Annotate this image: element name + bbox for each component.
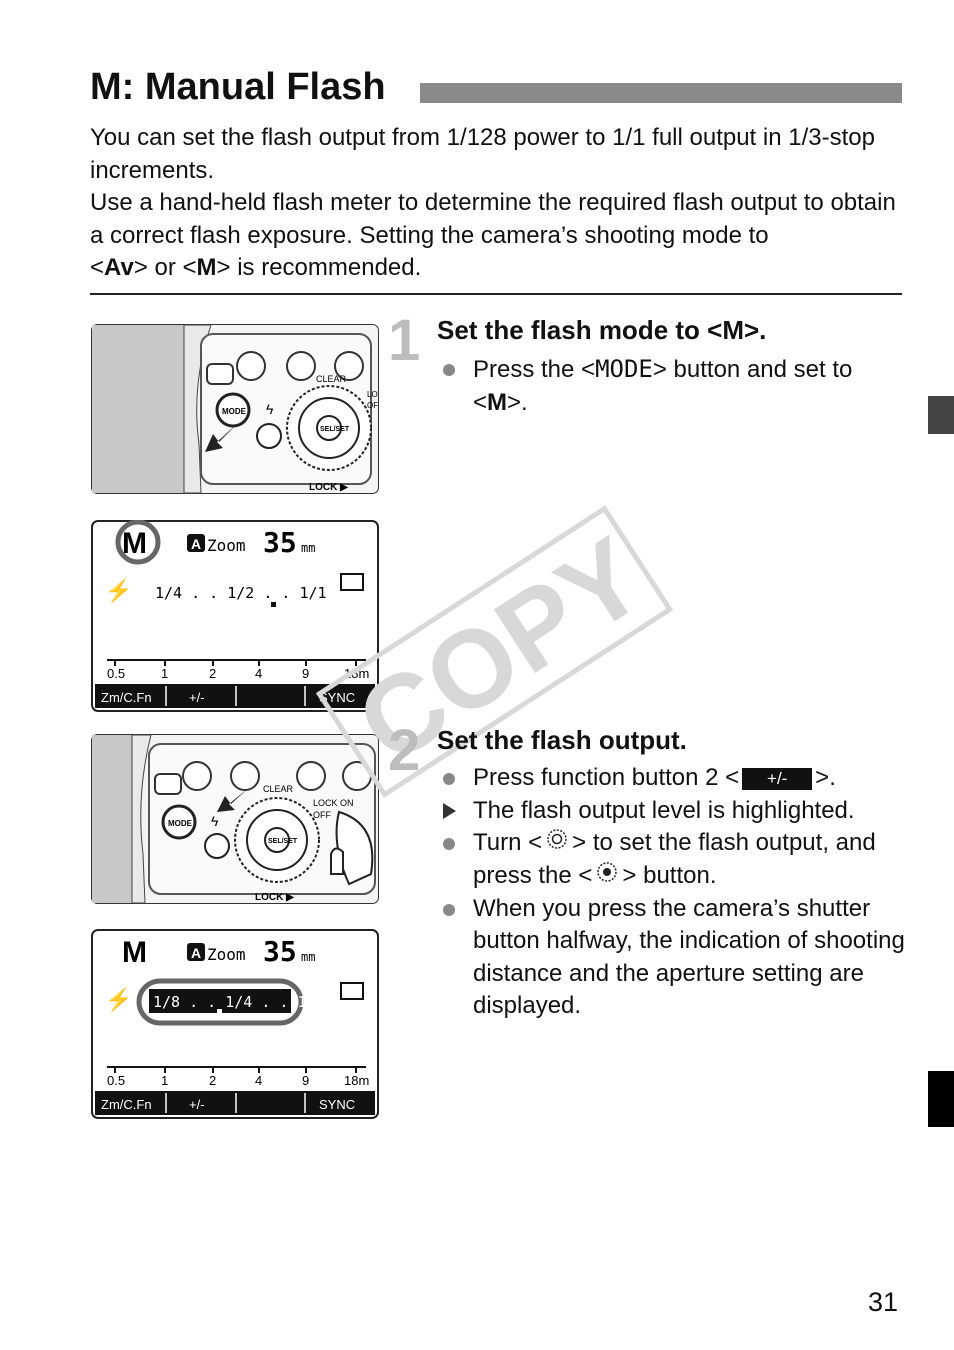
page-title: M: Manual Flash	[90, 66, 386, 109]
chapter-tab-lower	[928, 1071, 954, 1127]
step-2-bullet-4: When you press the camera’s shutter butt…	[437, 893, 907, 1023]
step2-b2: The flash output level is highlighted.	[473, 796, 855, 824]
step1-b1-pre: Press the <	[473, 356, 596, 383]
step-2-bullets: Press function button 2 <+/->. The flash…	[437, 762, 907, 1023]
clear-label: CLEAR	[316, 374, 347, 384]
chapter-tab	[928, 396, 954, 434]
mode-symbol: MODE	[595, 355, 653, 383]
of-label: OF	[367, 401, 378, 410]
lcd2-zoom: Zoom	[207, 945, 246, 964]
lcd2-mode: M	[122, 936, 147, 969]
title-mode: M	[90, 66, 122, 108]
step2-b3-post: > button.	[622, 861, 717, 889]
flash-back-photo-2: CLEAR LOCK ON OFF MODE ϟ SEL/SET LOCK ▶	[91, 734, 379, 904]
end-text: > is recommended.	[216, 254, 422, 281]
lcd1-dist-0: 0.5	[107, 666, 125, 681]
mode-button-label: MODE	[222, 407, 247, 416]
step2-b1-post: >.	[815, 764, 836, 791]
lcd1-fn-1: Zm/C.Fn	[101, 690, 152, 705]
step-2-title: Set the flash output.	[437, 725, 687, 755]
lcd2-focal-unit: mm	[301, 950, 315, 964]
bullet-dot-icon	[443, 762, 455, 795]
lcd2-focal: 35	[263, 935, 297, 968]
bullet-dot-icon	[443, 827, 455, 860]
lcd1-focal: 35	[263, 526, 297, 559]
lcd1-dist-1: 1	[161, 666, 168, 681]
sel-set-label-2: SEL/SET	[268, 838, 298, 845]
step1-b1-end: >.	[507, 388, 528, 416]
m-symbol: M	[196, 254, 217, 281]
page-number: 31	[868, 1287, 899, 1317]
step-2-number: 2	[388, 718, 421, 783]
step-1-bullet-1: Press the <MODE> button and set to <M>.	[437, 353, 877, 419]
lcd2-dist-5: 18m	[344, 1073, 369, 1088]
bullet-dot-icon	[443, 353, 455, 386]
title-bar	[420, 83, 902, 103]
divider	[90, 293, 902, 295]
lcd1-dist-5: 18m	[344, 666, 369, 681]
or-text: > or <	[133, 254, 197, 281]
step1-b1-post: > button and set to <	[473, 356, 853, 416]
flash-back-photo-1: CLEAR MODE ϟ SEL/SET LO OF LOCK ▶	[91, 324, 379, 494]
lcd-panel-1: M A Zoom 35 mm ⚡ 1/4 . . 1/2 . . 1/1 0.5…	[91, 519, 379, 712]
sel-set-label: SEL/SET	[320, 426, 350, 433]
lcd1-focal-unit: mm	[301, 541, 315, 555]
bullet-dot-icon	[443, 893, 455, 926]
svg-text:A: A	[191, 945, 201, 961]
step-2-bullet-2: The flash output level is highlighted.	[437, 795, 907, 828]
lock-on-label: LOCK ON	[313, 798, 354, 808]
lo-label: LO	[367, 390, 378, 399]
title-text: : Manual Flash	[121, 66, 386, 108]
lcd1-dist-3: 4	[255, 666, 262, 681]
lcd2-dist-4: 9	[302, 1073, 309, 1088]
step2-b3-mid: > to set the flash output, and press the…	[473, 829, 876, 889]
lcd2-fn-2: +/-	[189, 1097, 205, 1112]
lcd1-fn-2: +/-	[189, 690, 205, 705]
lcd2-fn-1: Zm/C.Fn	[101, 1097, 152, 1112]
lcd1-scale: 1/4 . . 1/2 . . 1/1	[155, 584, 327, 602]
flash-icon: ϟ	[266, 401, 274, 417]
step-1-bullets: Press the <MODE> button and set to <M>.	[437, 353, 877, 419]
lcd1-mode: M	[122, 527, 147, 560]
lock-label-2: LOCK ▶	[255, 892, 295, 903]
lcd1-dist-4: 9	[302, 666, 309, 681]
lcd2-flash-icon: ⚡	[105, 987, 132, 1013]
mode-button-label-2: MODE	[168, 819, 193, 828]
lcd2-dist-3: 4	[255, 1073, 262, 1088]
lock-label: LOCK ▶	[309, 482, 349, 493]
intro-text: You can set the flash output from 1/128 …	[90, 122, 905, 285]
flash-icon-2: ϟ	[211, 813, 219, 829]
av-symbol: Av	[104, 254, 134, 281]
intro-line2-text: Use a hand-held flash meter to determine…	[90, 189, 896, 249]
lcd2-dist-0: 0.5	[107, 1073, 125, 1088]
lcd2-dist-1: 1	[161, 1073, 168, 1088]
lcd1-fn-4: SYNC	[319, 690, 355, 705]
lcd2-scale: 1/8 . . 1/4 . . 1/2	[153, 993, 325, 1011]
step-2-bullet-3: Turn <> to set the flash output, and pre…	[437, 827, 907, 893]
set-button-icon	[596, 860, 618, 893]
step2-b3-pre: Turn <	[473, 829, 543, 856]
m-symbol-2: M	[487, 388, 508, 416]
lcd2-dist-2: 2	[209, 1073, 216, 1088]
intro-line2: Use a hand-held flash meter to determine…	[90, 189, 896, 281]
step2-b4: When you press the camera’s shutter butt…	[473, 894, 905, 1020]
step-2-bullet-1: Press function button 2 <+/->.	[437, 762, 907, 795]
select-dial-icon	[546, 827, 568, 860]
plus-minus-icon: +/-	[742, 767, 813, 790]
lcd1-zoom: Zoom	[207, 536, 246, 555]
lcd-panel-2: M A Zoom 35 mm ⚡ 1/8 . . 1/4 . . 1/2 0.5…	[91, 929, 379, 1119]
svg-text:A: A	[191, 536, 201, 552]
clear-label-2: CLEAR	[263, 784, 294, 794]
off-label: OFF	[313, 810, 331, 820]
intro-line1: You can set the flash output from 1/128 …	[90, 124, 875, 184]
step-1-title: Set the flash mode to <M>.	[437, 315, 767, 345]
step2-b1-pre: Press function button 2 <	[473, 764, 740, 791]
lcd2-fn-4: SYNC	[319, 1097, 355, 1112]
lcd1-dist-2: 2	[209, 666, 216, 681]
result-arrow-icon	[443, 795, 456, 829]
step-1-number: 1	[388, 308, 421, 373]
copy-watermark: COPY	[290, 505, 710, 798]
lcd1-flash-icon: ⚡	[105, 578, 132, 604]
